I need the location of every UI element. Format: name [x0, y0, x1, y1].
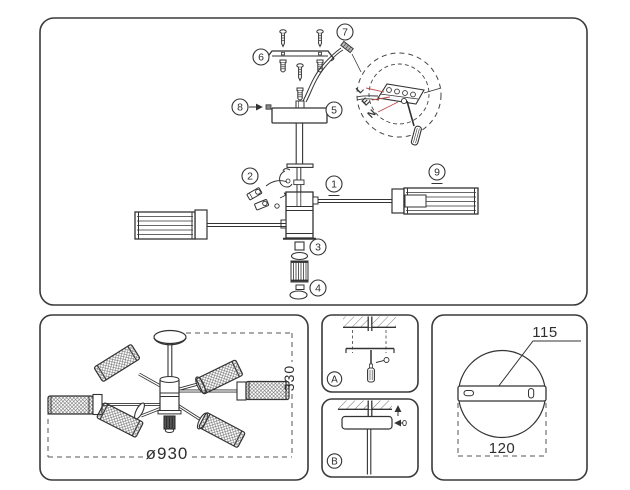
slot-left	[463, 390, 474, 397]
callout-3: 3	[309, 238, 327, 256]
wall-anchor-icon	[279, 59, 287, 73]
screwdriver-icon	[406, 100, 422, 146]
dim-text-mask	[144, 444, 191, 461]
fixings-cluster	[246, 168, 293, 211]
wall-anchor-icon	[296, 87, 304, 101]
right-shade	[403, 187, 479, 215]
callout-5-label: 5	[331, 105, 337, 117]
callout-1-label: 1	[331, 179, 337, 191]
left-shade	[134, 211, 196, 240]
assembled-view-panel: ø930 330	[39, 314, 309, 481]
side-screw-icon	[394, 419, 407, 427]
leader-line-N	[377, 101, 399, 113]
pipe-gap	[367, 316, 373, 328]
callout-4-label: 4	[315, 283, 321, 295]
assembled-canopy	[153, 329, 187, 346]
central-hub	[280, 191, 319, 240]
canopy-side-view	[341, 415, 393, 430]
callout-6: 6	[252, 48, 270, 66]
shade-left	[47, 393, 103, 416]
leader-line-L	[365, 87, 385, 93]
dimension-lines	[457, 403, 547, 457]
shade-right	[236, 380, 290, 401]
dimension-diameter: ø930	[146, 444, 189, 463]
slot-right	[528, 388, 535, 399]
step-a-panel: A	[321, 314, 419, 393]
screwdriver-icon	[367, 350, 375, 383]
step-b-panel: B	[321, 398, 419, 478]
callout-1: 1	[325, 175, 343, 196]
pipe-gap	[367, 400, 373, 410]
canopy-dimensions-panel: 115 120	[431, 314, 588, 481]
down-pipe	[286, 123, 314, 192]
callout-5: 5	[325, 101, 343, 119]
power-wire	[302, 40, 362, 103]
step-b-label: B	[331, 456, 338, 467]
callout-9: 9	[428, 163, 446, 184]
panel-border	[39, 17, 588, 306]
right-arm	[318, 187, 479, 215]
bottom-shade-parts	[289, 241, 309, 300]
leader-115	[497, 340, 581, 388]
exploded-view-panel: 6 5 8	[39, 17, 588, 306]
callout-7-label: 7	[342, 27, 348, 39]
canopy-side-screw	[249, 103, 272, 111]
callout-6-label: 6	[258, 52, 264, 64]
callout-3-label: 3	[315, 242, 321, 254]
ceiling-hatch	[338, 400, 392, 410]
callout-7: 7	[336, 23, 354, 41]
stem-side-view	[366, 429, 372, 475]
assembled-stem	[167, 343, 173, 379]
leader-line-E	[371, 96, 391, 101]
callout-2: 2	[241, 167, 259, 185]
ceiling-canopy	[271, 100, 328, 124]
panel-border	[321, 314, 419, 393]
left-arm	[134, 209, 286, 240]
mounting-bar	[457, 385, 547, 402]
dimension-bracket-length: 115	[532, 324, 557, 341]
terminal-block-detail: L E N	[354, 52, 442, 146]
screw-small-icon	[375, 357, 390, 363]
bracket-side-view	[345, 347, 395, 353]
step-a-badge: A	[326, 371, 343, 387]
dim-text-mask	[486, 440, 518, 454]
assembled-hub	[157, 376, 182, 415]
step-a-label: A	[331, 374, 338, 385]
callout-8-label: 8	[237, 102, 243, 114]
step-b-badge: B	[326, 453, 343, 469]
callout-9-label: 9	[434, 167, 440, 179]
bulb-socket	[163, 415, 176, 433]
callout-8: 8	[231, 98, 249, 116]
dimension-canopy-width: 120	[489, 440, 516, 457]
dimension-height: 330	[281, 365, 297, 391]
callout-4: 4	[309, 279, 327, 297]
callout-2-label: 2	[247, 171, 253, 183]
